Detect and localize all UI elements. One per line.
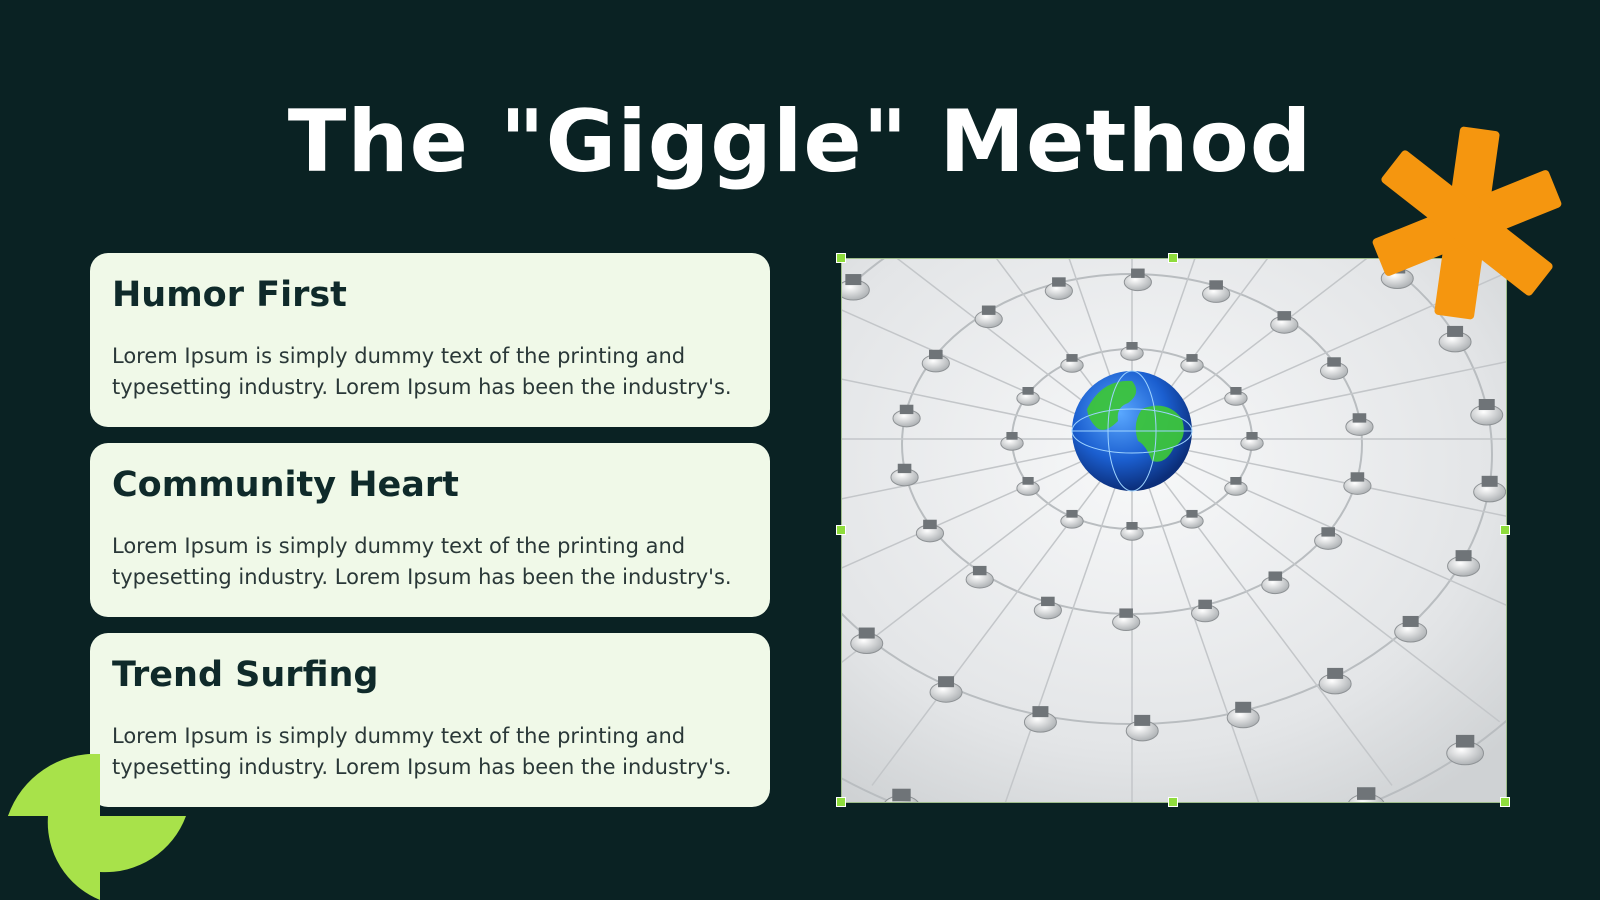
computer-node-icon [1125, 714, 1159, 742]
computer-node-icon [921, 349, 950, 373]
resize-handle-top[interactable] [1168, 253, 1178, 263]
computer-node-icon [1180, 509, 1204, 529]
computer-node-icon [1016, 387, 1040, 406]
computer-node-icon [1224, 387, 1248, 406]
computer-node-icon [1044, 277, 1073, 300]
card-body-line: Lorem Ipsum is simply dummy text of the … [112, 724, 686, 748]
card-heading: Trend Surfing [112, 655, 379, 695]
leaf-decoration-shape [8, 754, 186, 900]
computer-node-icon [965, 565, 994, 589]
card-trend-surfing[interactable]: Trend Surfing Lorem Ipsum is simply dumm… [90, 633, 770, 807]
slide-title[interactable]: The "Giggle" Method [287, 92, 1313, 192]
computer-node-icon [1180, 354, 1204, 373]
asterisk-decoration-shape [1372, 126, 1562, 320]
computer-node-icon [842, 274, 870, 301]
computer-node-icon [1261, 571, 1290, 595]
computer-node-icon [1226, 701, 1260, 729]
computer-node-icon [1120, 522, 1144, 541]
computer-node-icon [1473, 475, 1506, 503]
resize-handle-right[interactable] [1500, 525, 1510, 535]
card-heading: Humor First [112, 275, 347, 315]
computer-node-icon [1060, 509, 1084, 529]
computer-node-icon [1123, 268, 1152, 292]
card-body: Lorem Ipsum is simply dummy text of the … [112, 341, 748, 403]
computer-node-icon [915, 519, 945, 543]
card-body-line: typesetting industry. Lorem Ipsum has be… [112, 375, 732, 399]
resize-handle-bottom[interactable] [1168, 797, 1178, 807]
computer-node-icon [892, 404, 921, 428]
network-spokes [842, 259, 1506, 802]
resize-handle-bottom-right[interactable] [1500, 797, 1510, 807]
computer-node-icon [1438, 325, 1472, 353]
computer-node-icon [1394, 615, 1428, 643]
computer-node-icon [1446, 734, 1485, 766]
computer-node-icon [1318, 667, 1352, 695]
computer-node-icon [850, 627, 884, 655]
computer-node-icon [1470, 399, 1504, 426]
card-body-line: typesetting industry. Lorem Ipsum has be… [112, 755, 732, 779]
resize-handle-bottom-left[interactable] [836, 797, 846, 807]
computer-node-icon [929, 676, 963, 703]
computer-node-icon [974, 305, 1003, 329]
computer-node-icon [1240, 432, 1264, 451]
computer-node-icon [1016, 477, 1040, 496]
computer-node-icon [1345, 413, 1374, 436]
card-body-line: Lorem Ipsum is simply dummy text of the … [112, 344, 686, 368]
computer-node-icon [1060, 354, 1084, 373]
globe-network-image[interactable] [841, 258, 1507, 803]
globe-network-illustration [842, 259, 1506, 802]
card-body: Lorem Ipsum is simply dummy text of the … [112, 721, 748, 783]
computer-node-icon [1191, 599, 1220, 623]
resize-handle-top-left[interactable] [836, 253, 846, 263]
globe [1071, 370, 1193, 492]
resize-handle-left[interactable] [836, 525, 846, 535]
computer-node-icon [1000, 432, 1024, 451]
computer-node-icon [890, 463, 919, 487]
computer-node-icon [884, 788, 919, 802]
computer-node-icon [1224, 477, 1248, 496]
computer-node-icon [1319, 357, 1349, 380]
card-humor-first[interactable]: Humor First Lorem Ipsum is simply dummy … [90, 253, 770, 427]
card-body: Lorem Ipsum is simply dummy text of the … [112, 531, 748, 593]
computer-node-icon [1120, 342, 1144, 361]
computer-node-icon [1447, 550, 1481, 577]
computer-node-icon [1314, 527, 1343, 550]
card-body-line: Lorem Ipsum is simply dummy text of the … [112, 534, 686, 558]
network-nodes [842, 262, 1506, 802]
computer-node-icon [1202, 280, 1231, 303]
computer-node-icon [1033, 596, 1062, 620]
computer-node-icon [1112, 608, 1141, 632]
card-community-heart[interactable]: Community Heart Lorem Ipsum is simply du… [90, 443, 770, 617]
computer-node-icon [1023, 706, 1057, 733]
computer-node-icon [1343, 472, 1372, 495]
card-heading: Community Heart [112, 465, 459, 505]
computer-node-icon [1348, 787, 1385, 802]
computer-node-icon [1270, 311, 1299, 334]
card-body-line: typesetting industry. Lorem Ipsum has be… [112, 565, 732, 589]
